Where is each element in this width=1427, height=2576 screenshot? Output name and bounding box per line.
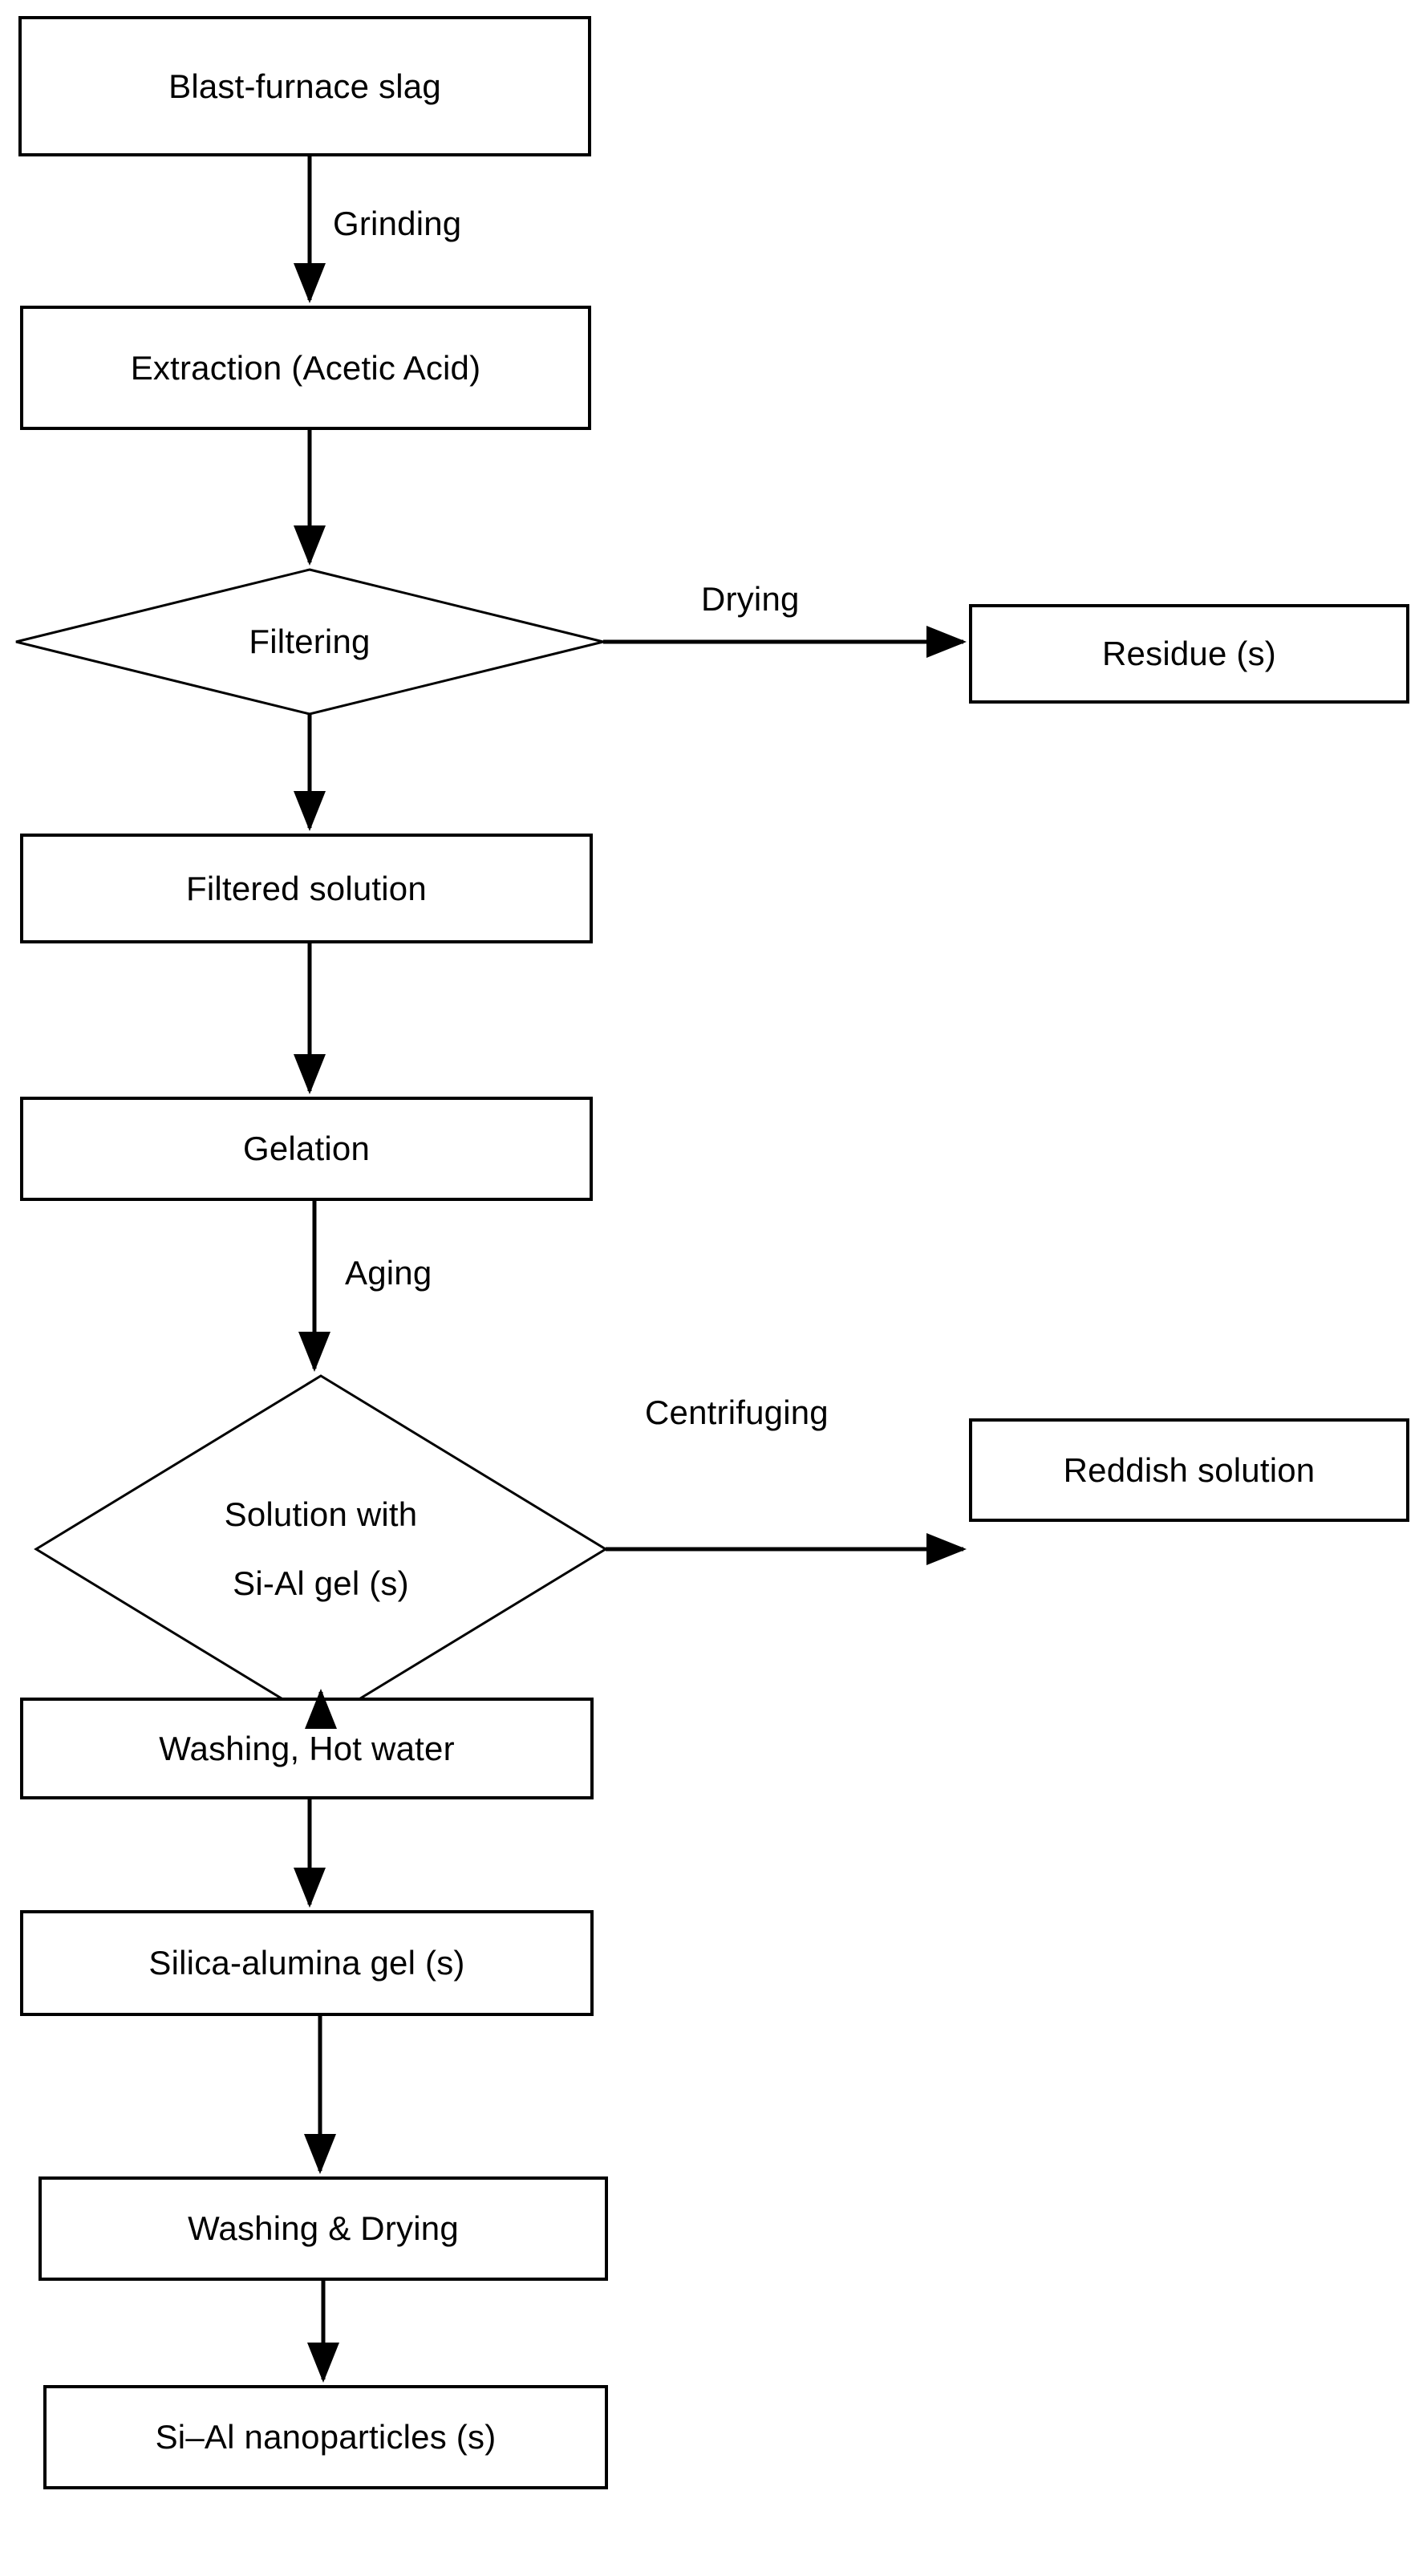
node-shape-gelation[interactable] [20,1097,593,1201]
node-shape-washing-and-drying[interactable] [39,2176,608,2281]
edge-label-grinding: Grinding [333,205,462,242]
node-shape-blast-furnace-slag[interactable] [18,16,591,156]
node-shape-reddish-solution[interactable] [969,1418,1409,1522]
edge-label-aging: Aging [345,1254,432,1292]
node-shape-washing-hot-water[interactable] [20,1698,594,1799]
node-shape-residue[interactable] [969,604,1409,704]
node-shape-filtered-solution[interactable] [20,834,593,943]
node-shape-si-al-nanoparticles[interactable] [43,2385,608,2489]
node-shape-extraction[interactable] [20,306,591,430]
edge-label-centrifuging: Centrifuging [645,1393,829,1431]
node-shape-solution-with-gel[interactable] [34,1374,608,1724]
node-shape-filtering[interactable] [15,568,604,716]
edge-label-drying: Drying [701,580,800,618]
node-shape-silica-alumina-gel[interactable] [20,1910,594,2016]
